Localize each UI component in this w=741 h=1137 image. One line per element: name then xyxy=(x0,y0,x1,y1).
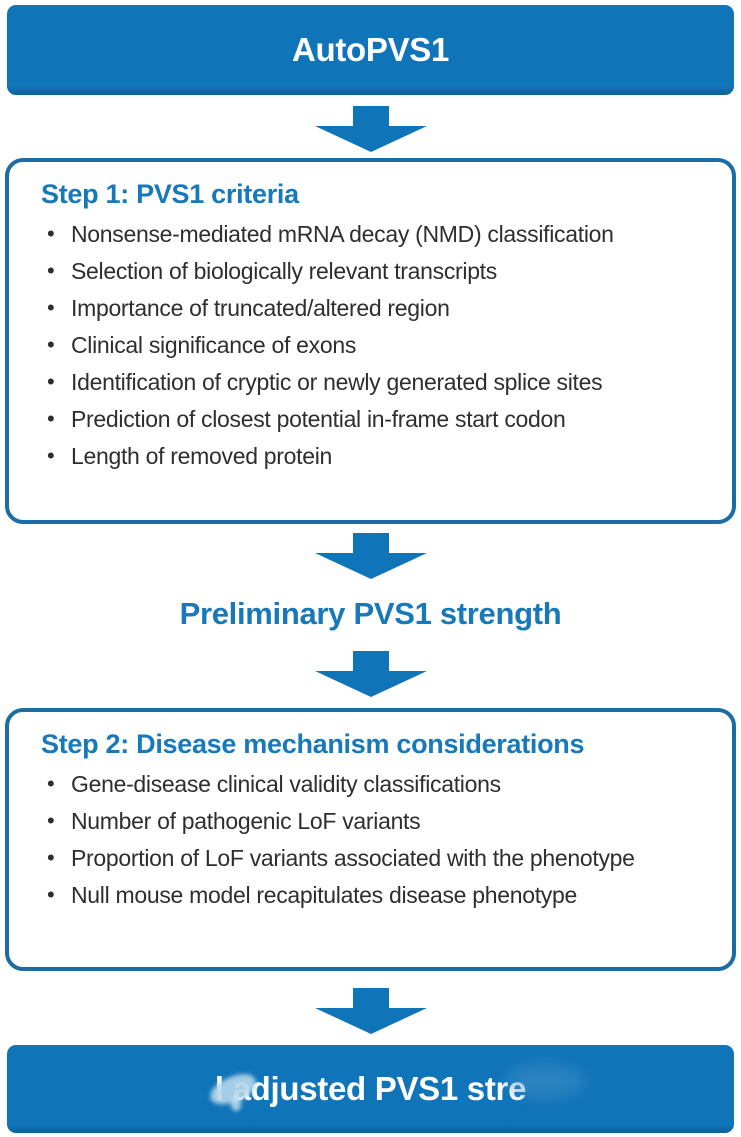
list-item: Nonsense-mediated mRNA decay (NMD) class… xyxy=(41,218,708,250)
top-banner-label: AutoPVS1 xyxy=(291,31,450,68)
down-arrow-icon xyxy=(314,651,427,697)
step1-list: Nonsense-mediated mRNA decay (NMD) class… xyxy=(41,218,708,472)
list-item: Length of removed protein xyxy=(41,440,708,472)
step2-title: Step 2: Disease mechanism considerations xyxy=(41,729,585,759)
step2-box: Step 2: Disease mechanism considerations… xyxy=(5,708,736,971)
step1-box: Step 1: PVS1 criteria Nonsense-mediated … xyxy=(5,158,736,524)
list-item: Clinical significance of exons xyxy=(41,329,708,361)
list-item: Gene-disease clinical validity classific… xyxy=(41,768,708,800)
list-item: Number of pathogenic LoF variants xyxy=(41,805,708,837)
step1-title: Step 1: PVS1 criteria xyxy=(41,179,299,209)
list-item: Importance of truncated/altered region xyxy=(41,292,708,324)
bottom-banner-label: l adjusted PVS1 stre xyxy=(214,1070,527,1107)
top-banner: AutoPVS1 xyxy=(7,5,734,95)
down-arrow-icon xyxy=(314,106,427,152)
list-item: Identification of cryptic or newly gener… xyxy=(41,366,708,398)
list-item: Selection of biologically relevant trans… xyxy=(41,255,708,287)
step2-list: Gene-disease clinical validity classific… xyxy=(41,768,708,911)
bottom-banner: l adjusted PVS1 stre xyxy=(7,1045,734,1133)
down-arrow-icon xyxy=(314,533,427,579)
list-item: Prediction of closest potential in-frame… xyxy=(41,403,708,435)
down-arrow-icon xyxy=(314,988,427,1034)
list-item: Proportion of LoF variants associated wi… xyxy=(41,842,708,874)
preliminary-strength-label: Preliminary PVS1 strength xyxy=(179,596,562,631)
list-item: Null mouse model recapitulates disease p… xyxy=(41,879,708,911)
